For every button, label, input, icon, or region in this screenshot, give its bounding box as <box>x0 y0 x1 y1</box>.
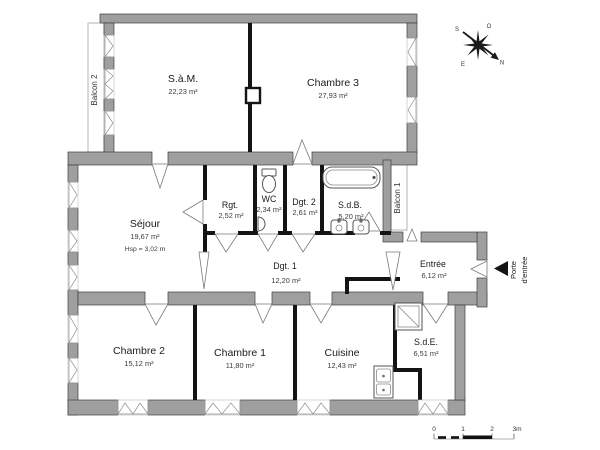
room-area-wc: 2,34 m² <box>256 205 282 214</box>
room-area-sde: 6,51 m² <box>413 349 439 358</box>
windows <box>67 33 449 416</box>
doors <box>144 138 488 326</box>
scale-tick-0: 0 <box>432 426 436 433</box>
compass-s: S <box>455 27 459 33</box>
room-area-dgt2: 2,61 m² <box>292 208 318 217</box>
compass-n: N <box>500 61 504 67</box>
room-label-chambre1: Chambre 1 <box>214 347 266 359</box>
room-label-rgt: Rgt. <box>222 200 238 210</box>
scale-bar: 0 1 2 3m <box>432 426 522 440</box>
compass-e: E <box>461 62 465 68</box>
balcony-1-label: Balcon 1 <box>393 182 402 214</box>
kitchen-sink-icon <box>373 365 394 399</box>
entrance-label-line2: d'entrée <box>520 257 529 284</box>
room-area-sdb: 5,20 m² <box>338 212 364 221</box>
room-area-chambre2: 15,12 m² <box>124 359 154 368</box>
shower-icon <box>394 302 423 331</box>
room-label-entree: Entrée <box>420 259 446 269</box>
room-label-cuisine: Cuisine <box>324 347 359 359</box>
washbasin-icon <box>257 216 266 232</box>
entrance-label-line1: Porte <box>509 261 518 279</box>
room-label-sde: S.d.E. <box>414 337 438 347</box>
room-area-chambre1: 11,80 m² <box>226 361 255 370</box>
toilet-icon <box>261 168 277 193</box>
exterior-walls <box>67 13 488 416</box>
entrance-marker: Porte d'entrée <box>494 257 529 284</box>
room-area-rgt: 2,52 m² <box>218 211 244 220</box>
room-label-chambre2: Chambre 2 <box>113 345 165 357</box>
entrance-arrow-icon <box>494 261 508 276</box>
bathtub-icon <box>322 166 381 189</box>
room-label-sam: S.à.M. <box>168 73 198 85</box>
room-area-dgt1: 12,20 m² <box>271 276 301 285</box>
room-label-dgt2: Dgt. 2 <box>292 197 316 207</box>
scale-tick-1: 1 <box>461 426 465 433</box>
room-area-cuisine: 12,43 m² <box>327 361 357 370</box>
balcony-2-label: Balcon 2 <box>90 74 99 106</box>
room-area-entree: 6,12 m² <box>421 271 447 280</box>
room-area-sejour: 19,67 m² <box>130 232 160 241</box>
room-label-chambre3: Chambre 3 <box>307 77 359 89</box>
room-label-sdb: S.d.B. <box>338 200 362 210</box>
room-note-sejour: Hsp = 3,02 m <box>125 246 166 253</box>
double-sink-icon <box>330 218 370 235</box>
scale-tick-2: 2 <box>490 426 494 433</box>
room-labels: S.à.M. 22,23 m² Chambre 3 27,93 m² Séjou… <box>113 73 447 370</box>
room-label-wc: WC <box>262 194 277 204</box>
scale-tick-3: 3m <box>512 426 521 433</box>
room-label-dgt1: Dgt. 1 <box>273 261 297 271</box>
flue <box>244 86 262 105</box>
room-area-sam: 22,23 m² <box>168 87 198 96</box>
room-area-chambre3: 27,93 m² <box>318 91 348 100</box>
compass-rose-icon: S O E N <box>455 24 504 68</box>
room-label-sejour: Séjour <box>130 218 161 230</box>
compass-o: O <box>487 24 492 30</box>
